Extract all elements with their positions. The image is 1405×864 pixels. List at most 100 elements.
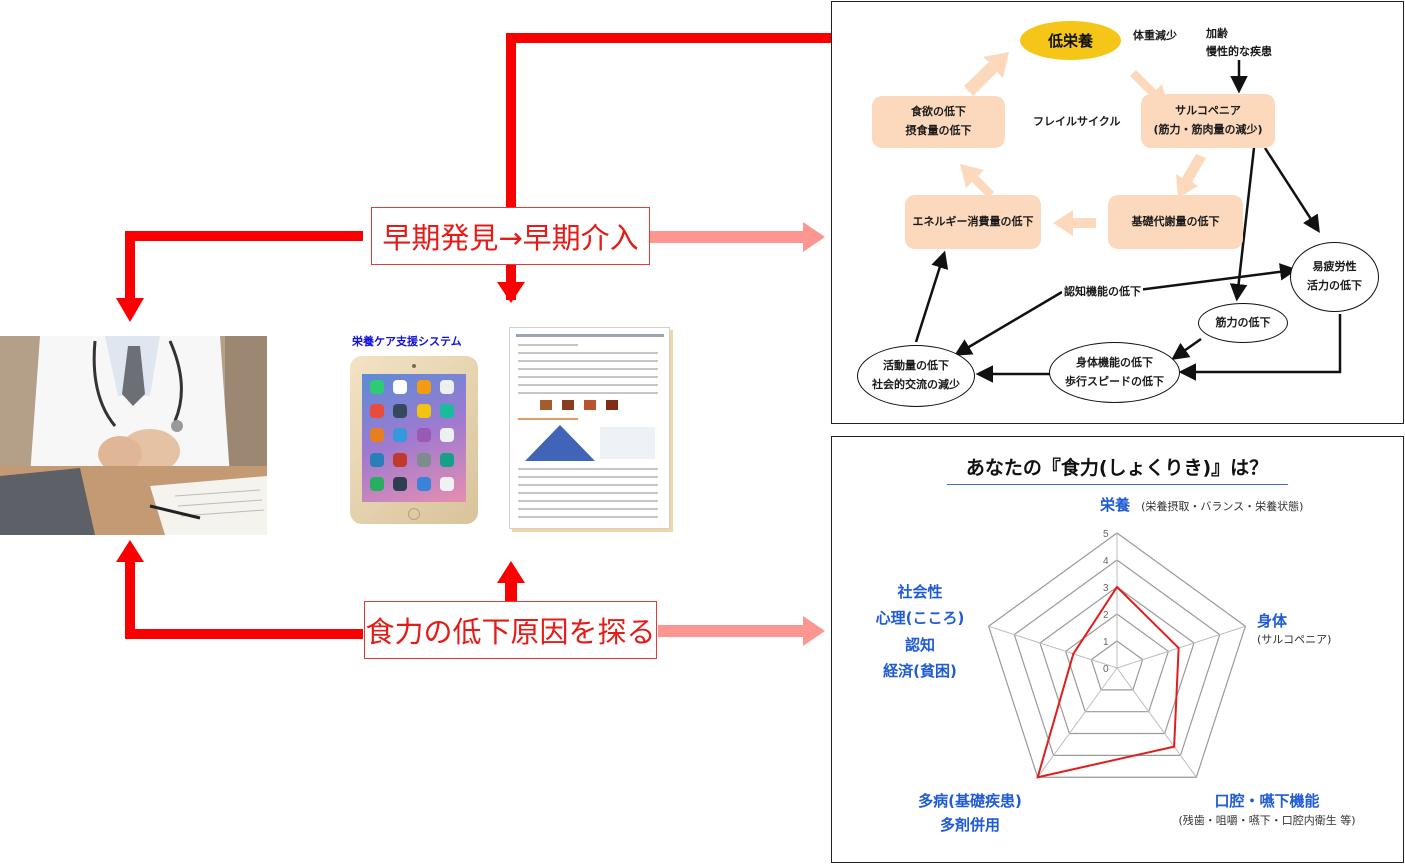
spoke [988, 625, 1118, 669]
app-icon [393, 476, 408, 491]
frailty-cycle-panel: 低栄養 体重減少 加齢 慢性的な疾患 食欲の低下 摂食量の低下 フレイルサイクル… [831, 1, 1404, 424]
pyramid-graphic [525, 425, 655, 461]
appetite-line2: 摂食量の低下 [905, 124, 972, 137]
sarcopenia-line1: サルコペニア [1175, 104, 1241, 118]
doctor-photo [0, 336, 267, 535]
radar-chart-title: あなたの『食力(しょくりき)』は？ [965, 457, 1269, 479]
axis-head: 栄養 [1100, 496, 1131, 514]
axis-head: 経済(貧困) [883, 661, 957, 680]
physical-function-node: 身体機能の低下 歩行スピードの低下 [1049, 342, 1180, 403]
doctor-illustration [0, 336, 267, 535]
energy-node: エネルギー消費量の低下 [905, 195, 1041, 249]
axis-label-social: 社会性 心理(こころ) 認知 経済(貧困) [860, 579, 980, 684]
app-icon [416, 428, 431, 443]
arrow-up-to-system [497, 561, 525, 583]
axis-head: 社会性 [897, 583, 943, 601]
axis-label-oral: 口腔・嚥下機能 (残歯・咀嚼・嚥下・口腔内衛生 等) [1160, 791, 1374, 829]
fatigue-line1: 易疲労性 [1312, 260, 1357, 274]
physical-line1: 身体機能の低下 [1076, 355, 1153, 369]
app-icon [393, 452, 408, 467]
report-document-image [509, 327, 670, 529]
app-icon [370, 404, 384, 419]
aging-line1: 加齢 [1206, 27, 1228, 40]
sarcopenia-node: サルコペニア (筋力・筋肉量の減少) [1141, 94, 1275, 148]
app-icon [416, 452, 431, 467]
title-underline [947, 484, 1288, 485]
activity-line1: 活動量の低下 [883, 359, 949, 373]
axis-sub: (残歯・咀嚼・嚥下・口腔内衛生 等) [1178, 813, 1356, 827]
series-polygon [1036, 585, 1180, 779]
grid-ring [1039, 586, 1195, 735]
frailty-cycle-label: フレイルサイクル [1033, 115, 1121, 128]
tick-label: 5 [1103, 529, 1109, 540]
axis-head: 多剤併用 [939, 816, 1000, 834]
axis-head: 心理(こころ) [875, 609, 965, 628]
app-icon [370, 476, 384, 491]
app-icon [439, 380, 454, 394]
tablet-image [350, 356, 478, 524]
app-icon [439, 452, 454, 467]
grid-ring [987, 532, 1247, 778]
tick-label: 0 [1103, 664, 1109, 675]
spoke [1116, 667, 1197, 778]
spoke [1037, 667, 1118, 778]
physical-line2: 歩行スピードの低下 [1065, 374, 1164, 388]
system-title: 栄養ケア支援システム [352, 335, 462, 348]
axis-head: 多病(基礎疾患) [918, 792, 1022, 810]
app-icon [370, 428, 384, 443]
weight-loss-label: 体重減少 [1133, 29, 1177, 42]
app-icon [416, 404, 431, 419]
frailty-arrows [914, 52, 1342, 383]
axis-head: 身体 [1257, 612, 1288, 630]
activity-node: 活動量の低下 社会的交流の減少 [857, 345, 975, 407]
axis-head: 口腔・嚥下機能 [1214, 792, 1320, 810]
home-button-icon [408, 508, 420, 520]
grid-ring [1064, 613, 1170, 713]
arrow-to-doctor-bottom [125, 560, 363, 639]
appetite-node: 食欲の低下 摂食量の低下 [872, 96, 1005, 148]
tablet-screen [362, 374, 466, 502]
app-icon [370, 452, 384, 467]
arrow-down-to-system [497, 282, 525, 303]
app-icon [393, 404, 408, 419]
muscle-node: 筋力の低下 [1198, 303, 1288, 343]
grid-ring [1013, 559, 1221, 756]
axis-label-body: 身体 (サルコペニア) [1257, 611, 1331, 647]
tick-label: 1 [1103, 637, 1109, 648]
malnutrition-node: 低栄養 [1020, 21, 1121, 60]
app-icon [416, 380, 431, 394]
app-icon [439, 476, 454, 491]
appetite-line1: 食欲の低下 [911, 105, 966, 119]
axis-head: 認知 [904, 635, 935, 654]
sarcopenia-line2: (筋力・筋肉量の減少) [1153, 123, 1263, 136]
app-icon [439, 428, 454, 443]
tick-label: 3 [1103, 583, 1109, 594]
camera-icon [412, 364, 416, 368]
app-icon [416, 476, 431, 491]
basal-metabolism-node: 基礎代謝量の低下 [1108, 195, 1243, 249]
axis-label-disease: 多病(基礎疾患) 多剤併用 [900, 789, 1040, 837]
pink-arrow-bottom [658, 625, 803, 637]
arrow-to-doctor-top [125, 231, 363, 300]
axis-sub: (サルコペニア) [1257, 633, 1332, 646]
axis-label-nutrition: 栄養 (栄養摂取・バランス・栄養状態) [1100, 494, 1303, 515]
aging-line2: 慢性的な疾患 [1206, 44, 1272, 58]
app-icon [439, 404, 454, 419]
aging-label: 加齢 慢性的な疾患 [1206, 25, 1272, 60]
tick-label: 2 [1103, 610, 1109, 621]
app-icon [393, 380, 408, 394]
spoke [1116, 625, 1246, 669]
tick-label: 4 [1103, 556, 1109, 567]
pink-arrow-top [650, 231, 803, 243]
app-icon [393, 428, 408, 443]
axis-sub: (栄養摂取・バランス・栄養状態) [1141, 500, 1304, 513]
fatigue-line2: 活力の低下 [1307, 279, 1362, 292]
cause-search-label: 食力の低下原因を探る [364, 601, 657, 659]
cognition-label: 認知機能の低下 [1062, 283, 1143, 301]
grid-ring [1090, 640, 1144, 691]
fatigue-node: 易疲労性 活力の低下 [1290, 242, 1379, 312]
activity-line2: 社会的交流の減少 [872, 378, 960, 391]
app-icon [370, 380, 384, 394]
